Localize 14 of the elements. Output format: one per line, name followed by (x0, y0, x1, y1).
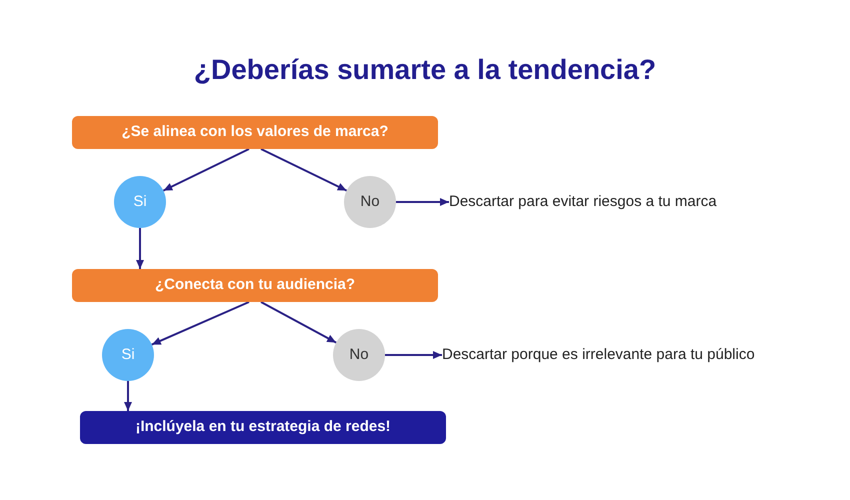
question-box: ¿Conecta con tu audiencia? (72, 269, 438, 302)
arrow (385, 351, 442, 359)
outcome-text: Descartar porque es irrelevante para tu público (442, 343, 802, 367)
result-box: ¡Inclúyela en tu estrategia de redes! (80, 411, 446, 444)
arrow (136, 228, 144, 269)
arrow (151, 301, 250, 346)
question-box: ¿Se alinea con los valores de marca? (72, 116, 438, 149)
arrow (162, 148, 250, 192)
arrow (260, 148, 348, 192)
title: ¿Deberías sumarte a la tendencia? (192, 53, 658, 87)
arrow (396, 198, 449, 206)
arrow (260, 301, 337, 344)
outcome-text: Descartar para evitar riesgos a tu marca (449, 190, 769, 214)
arrow (124, 381, 132, 411)
